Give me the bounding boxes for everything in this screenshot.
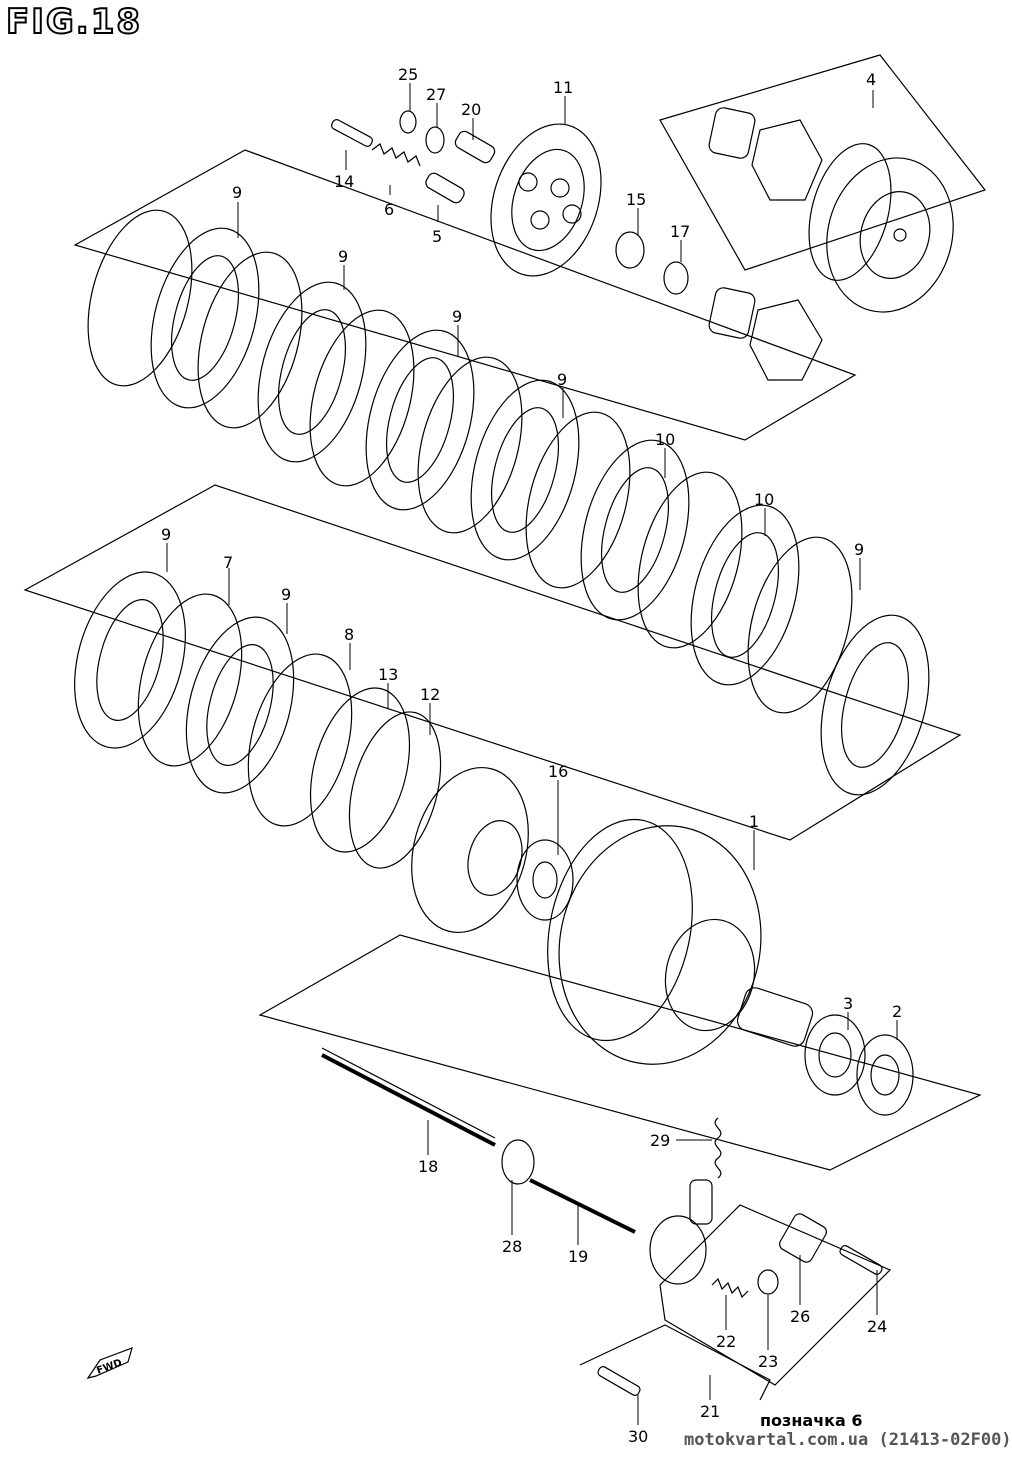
- clutch-hub-inner: [859, 190, 931, 280]
- spring-boss: [562, 204, 582, 224]
- callout-16: 16: [548, 762, 568, 781]
- sleeve: [736, 987, 814, 1047]
- callout-9-upper-3: 9: [452, 307, 462, 326]
- thrust-washer-16: [516, 839, 574, 921]
- push-rod-18: [321, 1053, 496, 1147]
- cam-carrier: [708, 107, 756, 159]
- fwd-arrow-icon: [86, 1347, 133, 1379]
- callout-9-lower-2: 9: [281, 585, 291, 604]
- pressure-plate-inner: [511, 148, 585, 252]
- spring-boss: [550, 178, 570, 198]
- spacer-washer: [856, 1034, 914, 1116]
- spring-6: [371, 143, 421, 167]
- callout-11: 11: [553, 78, 573, 97]
- bolt-14: [331, 119, 373, 147]
- callout-19: 19: [568, 1247, 588, 1266]
- callout-4: 4: [866, 70, 876, 89]
- washer-15: [615, 231, 645, 269]
- push-rod-18-edge: [321, 1047, 496, 1139]
- group-box-plates-upper: [73, 149, 857, 441]
- callout-1: 1: [749, 812, 759, 831]
- callout-25: 25: [398, 65, 418, 84]
- clutch-hub-assy: [826, 157, 954, 313]
- bolt-30: [597, 1366, 641, 1396]
- cam-carrier-lower: [708, 287, 756, 339]
- callout-9-lower-1: 9: [161, 525, 171, 544]
- needle-bearing: [804, 1014, 866, 1096]
- primary-driven-gear-inner: [664, 918, 756, 1032]
- callout-30: 30: [628, 1427, 648, 1446]
- callout-12: 12: [420, 685, 440, 704]
- cam-plate: [751, 119, 823, 201]
- callout-23: 23: [758, 1352, 778, 1371]
- oil-seal-28: [501, 1139, 535, 1185]
- push-rod-19: [529, 1178, 636, 1234]
- callout-2: 2: [892, 1002, 902, 1021]
- spring-29: [714, 1117, 722, 1179]
- bolt-24: [839, 1245, 883, 1275]
- page-note: позначка 6: [760, 1411, 863, 1430]
- callout-18: 18: [418, 1157, 438, 1176]
- callout-20: 20: [461, 100, 481, 119]
- callout-3: 3: [843, 994, 853, 1013]
- group-box-clutch-housing: [258, 934, 982, 1171]
- group-box-plates-lower: [23, 484, 962, 841]
- washer-17: [663, 261, 689, 295]
- thrust-washer-16-inner: [532, 861, 558, 899]
- group-box-release-arm: [659, 1204, 892, 1386]
- callout-15: 15: [626, 190, 646, 209]
- callout-10-1: 10: [655, 430, 675, 449]
- clutch-sleeve-hub-inner: [467, 820, 523, 896]
- clutch-hub-teeth: [808, 143, 892, 281]
- primary-driven-gear: [558, 825, 762, 1065]
- callout-9-upper-4: 9: [557, 370, 567, 389]
- group-box-clutch-pressure: [659, 54, 986, 271]
- callout-9-upper-1: 9: [232, 183, 242, 202]
- friction-plate-stack-lower: [74, 571, 442, 869]
- bushing-23: [757, 1269, 779, 1295]
- callout-22: 22: [716, 1332, 736, 1351]
- callout-9-upper-2: 9: [338, 247, 348, 266]
- callout-17: 17: [670, 222, 690, 241]
- group-box-release-lower: [579, 1324, 771, 1401]
- washer-27: [425, 126, 445, 154]
- source-watermark: motokvartal.com.ua (21413-02F00): [684, 1430, 1012, 1450]
- callout-14: 14: [334, 172, 354, 191]
- pressure-plate: [490, 123, 602, 277]
- callout-21: 21: [700, 1402, 720, 1421]
- callout-6: 6: [384, 200, 394, 219]
- callout-5: 5: [432, 227, 442, 246]
- cam-plate-lower: [749, 299, 823, 381]
- lifter-20: [454, 130, 496, 164]
- hub-hole: [893, 228, 907, 242]
- figure-title: FIG.18: [5, 1, 143, 43]
- spring-boss: [518, 172, 538, 192]
- pin-26: [779, 1213, 827, 1263]
- housing-rim: [547, 818, 693, 1042]
- callout-24: 24: [867, 1317, 887, 1336]
- callout-26: 26: [790, 1307, 810, 1326]
- spacer-washer-inner: [870, 1054, 900, 1096]
- callout-27: 27: [426, 85, 446, 104]
- callout-9-upper-5: 9: [854, 540, 864, 559]
- release-lever: [689, 1179, 713, 1225]
- pin-5: [425, 172, 465, 204]
- spring-22: [711, 1277, 749, 1299]
- source-site: motokvartal.com.ua: [684, 1430, 869, 1450]
- callout-13: 13: [378, 665, 398, 684]
- callout-10-2: 10: [754, 490, 774, 509]
- callout-7: 7: [223, 553, 233, 572]
- needle-bearing-inner: [818, 1032, 852, 1078]
- friction-plate-stack-upper: [87, 209, 930, 796]
- release-cam: [649, 1215, 707, 1285]
- spring-boss: [530, 210, 550, 230]
- callout-8: 8: [344, 625, 354, 644]
- callout-28: 28: [502, 1237, 522, 1256]
- washer-25: [399, 110, 417, 134]
- clutch-sleeve-hub: [411, 766, 529, 934]
- callout-29-upper: 29: [650, 1131, 670, 1150]
- source-code: (21413-02F00): [878, 1430, 1012, 1450]
